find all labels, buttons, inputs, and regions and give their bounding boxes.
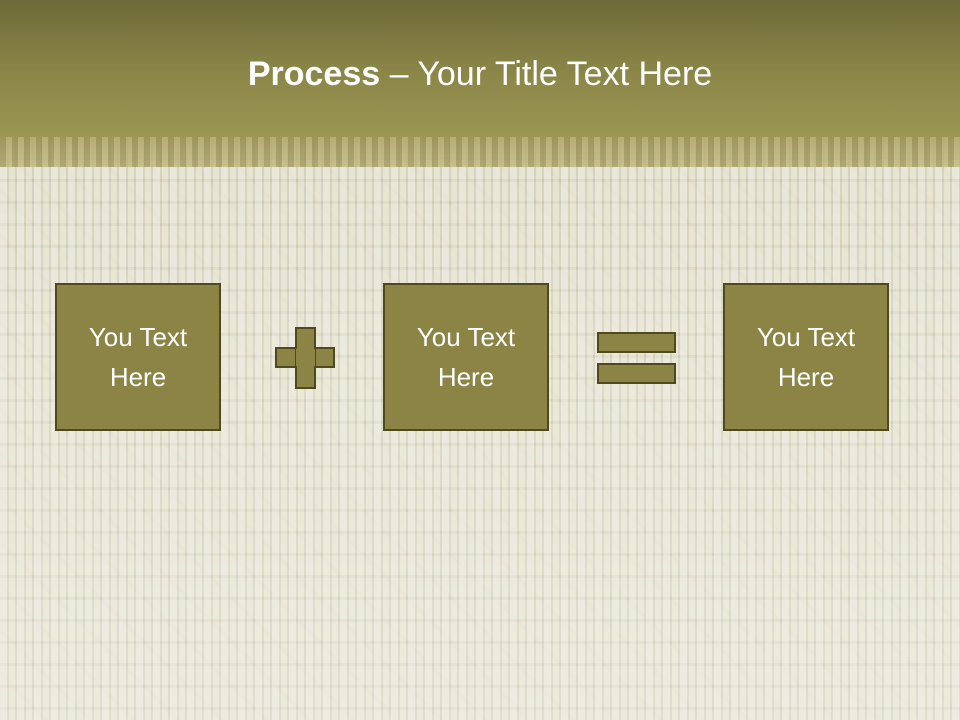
equals-top-bar (597, 332, 676, 353)
title-bar (0, 0, 960, 137)
title-bold-text: Process (247, 55, 381, 93)
title-bar-fade (0, 137, 960, 167)
process-box-1[interactable]: You Text Here (55, 283, 221, 431)
title-text: – Your Title Text Here (380, 55, 713, 93)
box-label-line-1: You Text (88, 322, 188, 352)
box-label-line-1: You Text (416, 322, 516, 352)
equals-bottom-bar (597, 363, 676, 384)
slide-title[interactable]: Process – Your Title Text Here (0, 52, 960, 96)
equals-icon (597, 332, 676, 384)
box-label-line-2: Here (777, 362, 835, 392)
plus-icon (275, 327, 335, 389)
box-label-line-2: Here (437, 362, 495, 392)
box-label-line-1: You Text (756, 322, 856, 352)
plus-center-fill (296, 349, 315, 366)
process-box-2[interactable]: You Text Here (383, 283, 549, 431)
process-box-label: You Text Here (731, 317, 881, 397)
process-box-label: You Text Here (63, 317, 213, 397)
process-box-label: You Text Here (391, 317, 541, 397)
box-label-line-2: Here (109, 362, 167, 392)
process-box-3[interactable]: You Text Here (723, 283, 889, 431)
